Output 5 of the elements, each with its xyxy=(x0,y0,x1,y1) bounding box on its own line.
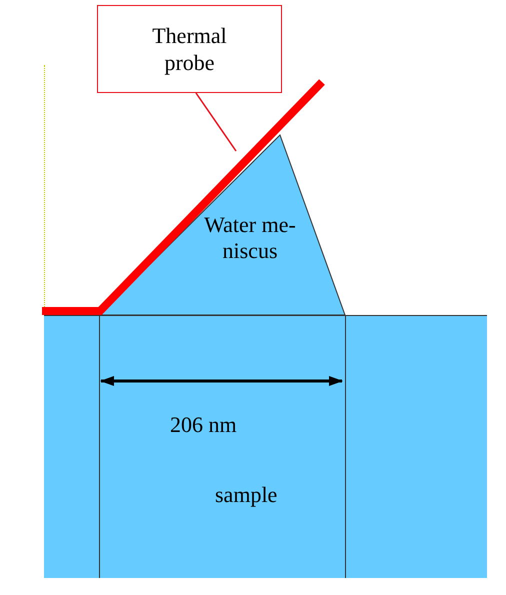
dimension-label: 206 nm xyxy=(170,412,237,438)
callout-box: Thermal probe xyxy=(97,5,282,93)
leader-line xyxy=(195,92,237,152)
sample-label: sample xyxy=(215,482,278,508)
meniscus-label: Water me- niscus xyxy=(203,212,297,265)
